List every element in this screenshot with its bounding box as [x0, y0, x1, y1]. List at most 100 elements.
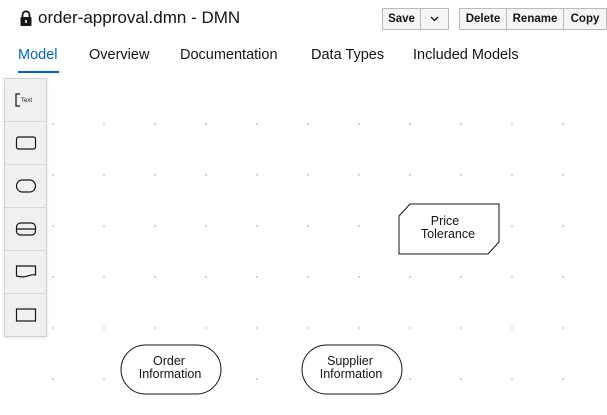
grid-dot — [358, 225, 360, 227]
grid-dot — [256, 327, 258, 329]
grid-dot — [562, 123, 564, 125]
grid-dot — [154, 327, 156, 329]
grid-dot — [256, 378, 258, 380]
diagram-canvas[interactable]: Price Tolerance Order Information Suppli… — [0, 74, 607, 415]
grid-dot — [205, 174, 207, 176]
tab-model[interactable]: Model — [18, 47, 58, 63]
tab-documentation[interactable]: Documentation — [180, 47, 278, 63]
grid-dot — [307, 327, 309, 329]
grid-dot — [103, 123, 105, 125]
grid-dot — [154, 174, 156, 176]
palette-item-business-knowledge-model[interactable] — [5, 293, 46, 335]
chevron-down-icon — [430, 16, 439, 22]
grid-dot — [409, 327, 411, 329]
grid-dot — [52, 174, 54, 176]
grid-dot — [256, 276, 258, 278]
grid-dot — [154, 225, 156, 227]
save-options-toggle[interactable] — [420, 8, 449, 30]
tab-overview[interactable]: Overview — [89, 47, 150, 63]
palette-item-text-annotation[interactable]: Text — [5, 79, 46, 121]
grid-dot — [562, 276, 564, 278]
grid-dot — [205, 327, 207, 329]
node-order-information[interactable]: Order Information — [120, 344, 222, 395]
grid-dot — [460, 327, 462, 329]
tab-data-types[interactable]: Data Types — [311, 47, 385, 63]
grid-dot — [409, 378, 411, 380]
grid-dot — [511, 225, 513, 227]
grid-dot — [511, 276, 513, 278]
delete-button[interactable]: Delete — [459, 8, 507, 30]
grid-dot — [460, 174, 462, 176]
grid-dot — [511, 378, 513, 380]
grid-dot — [307, 276, 309, 278]
grid-dot — [562, 327, 564, 329]
grid-dot — [52, 225, 54, 227]
dmn-palette: Text — [4, 78, 47, 337]
grid-dot — [409, 174, 411, 176]
svg-text:Text: Text — [21, 98, 32, 104]
grid-dot — [358, 123, 360, 125]
grid-dot — [460, 123, 462, 125]
grid-dot — [358, 276, 360, 278]
active-tab-indicator — [18, 71, 59, 73]
grid-dot — [256, 123, 258, 125]
document-title: order-approval.dmn - DMN — [38, 8, 241, 27]
palette-item-decision[interactable] — [5, 121, 46, 163]
grid-dot — [103, 225, 105, 227]
business-knowledge-model-icon — [15, 307, 36, 322]
grid-dot — [205, 276, 207, 278]
knowledge-source-icon — [15, 264, 36, 277]
grid-dot — [460, 378, 462, 380]
grid-dot — [307, 174, 309, 176]
rename-button[interactable]: Rename — [506, 8, 564, 30]
lock-icon — [20, 10, 32, 26]
node-order-information-label-line1: Order — [153, 354, 185, 368]
grid-dot — [358, 327, 360, 329]
editor-header: order-approval.dmn - DMN Save Delete Ren… — [0, 0, 607, 38]
grid-dot — [103, 276, 105, 278]
grid-dot — [358, 174, 360, 176]
grid-dot — [307, 225, 309, 227]
copy-button[interactable]: Copy — [563, 8, 607, 30]
node-price-tolerance-label-line2: Tolerance — [421, 227, 475, 241]
grid-dot — [562, 225, 564, 227]
grid-dot — [511, 174, 513, 176]
grid-dot — [205, 225, 207, 227]
node-order-information-label-line2: Information — [139, 367, 202, 381]
grid-dot — [52, 327, 54, 329]
grid-dot — [103, 174, 105, 176]
grid-dot — [52, 276, 54, 278]
node-supplier-information-label-line1: Supplier — [327, 354, 373, 368]
decision-icon — [15, 135, 36, 150]
tab-included-models[interactable]: Included Models — [413, 47, 519, 63]
grid-dot — [511, 327, 513, 329]
palette-item-input-data[interactable] — [5, 164, 46, 206]
palette-item-knowledge-source[interactable] — [5, 250, 46, 292]
grid-dot — [103, 378, 105, 380]
grid-dot — [205, 123, 207, 125]
palette-item-decision-service[interactable] — [5, 207, 46, 249]
grid-dot — [52, 123, 54, 125]
node-supplier-information-label-line2: Information — [320, 367, 383, 381]
input-data-icon — [15, 178, 36, 193]
grid-dot — [511, 123, 513, 125]
save-button[interactable]: Save — [382, 8, 421, 30]
grid-dot — [562, 174, 564, 176]
grid-dot — [52, 378, 54, 380]
editor-tabs: Model Overview Documentation Data Types … — [0, 38, 607, 74]
node-price-tolerance-label-line1: Price — [431, 214, 460, 228]
grid-dot — [256, 225, 258, 227]
grid-dot — [307, 123, 309, 125]
grid-dot — [409, 276, 411, 278]
decision-service-icon — [15, 221, 36, 236]
node-supplier-information[interactable]: Supplier Information — [301, 344, 403, 395]
grid-dot — [154, 276, 156, 278]
grid-dot — [154, 123, 156, 125]
grid-dot — [409, 123, 411, 125]
node-price-tolerance[interactable]: Price Tolerance — [398, 203, 500, 255]
text-annotation-icon: Text — [14, 93, 32, 107]
grid-dot — [460, 276, 462, 278]
grid-dot — [562, 378, 564, 380]
grid-dot — [103, 327, 105, 329]
grid-dot — [256, 174, 258, 176]
